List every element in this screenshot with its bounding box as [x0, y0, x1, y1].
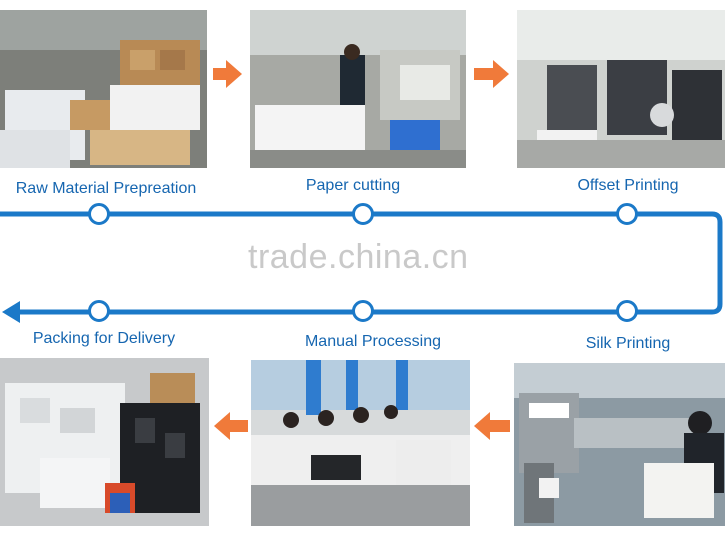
label-packing: Packing for Delivery — [32, 330, 176, 347]
photo-manual-processing — [251, 360, 470, 526]
timeline-node — [616, 300, 638, 322]
watermark: trade.china.cn — [248, 238, 469, 276]
label-paper-cutting: Paper cutting — [305, 177, 401, 194]
timeline-node — [352, 300, 374, 322]
label-silk-printing: Silk Printing — [585, 335, 671, 352]
timeline-node — [616, 203, 638, 225]
label-manual-processing: Manual Processing — [304, 333, 442, 350]
photo-packing — [0, 358, 209, 526]
photo-paper-cutting — [250, 10, 466, 168]
photo-silk-printing — [514, 363, 725, 526]
label-raw-material: Raw Material Prepreation — [15, 180, 197, 197]
timeline-node — [352, 203, 374, 225]
timeline-node — [88, 203, 110, 225]
photo-offset-printing — [517, 10, 725, 168]
timeline-node — [88, 300, 110, 322]
label-offset-printing: Offset Printing — [577, 177, 679, 194]
photo-raw-material — [0, 10, 207, 168]
